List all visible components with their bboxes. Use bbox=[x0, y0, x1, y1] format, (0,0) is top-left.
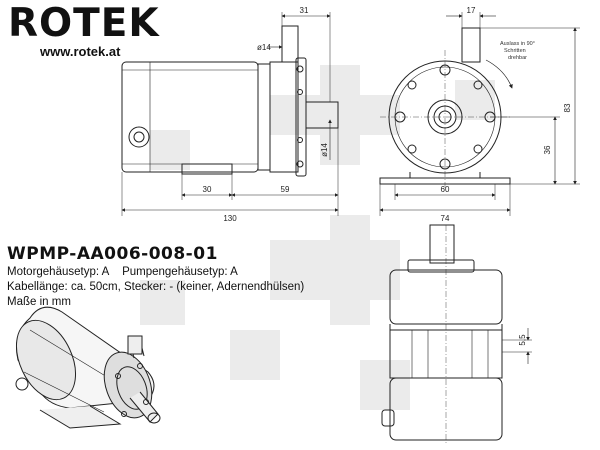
dim-17: 17 bbox=[467, 6, 476, 15]
outlet-note-1: Auslass in 90° bbox=[500, 41, 535, 47]
dim-dia14-outlet: ø14 bbox=[257, 43, 271, 52]
motor-body bbox=[121, 61, 259, 173]
top-view bbox=[381, 224, 532, 445]
pump-3d-view bbox=[15, 306, 161, 429]
units-note: Maße in mm bbox=[7, 296, 71, 308]
side-view bbox=[121, 12, 339, 216]
dim-dia14-inlet: ø14 bbox=[320, 143, 329, 157]
dim-74: 74 bbox=[441, 214, 450, 223]
housing-spec-line: Motorgehäusetyp: A Pumpengehäusetyp: A bbox=[7, 266, 238, 278]
dim-5-5: 5,5 bbox=[518, 334, 527, 346]
cable-gland-top bbox=[381, 409, 395, 427]
inlet-pipe bbox=[305, 101, 339, 129]
dim-36: 36 bbox=[543, 145, 552, 154]
inlet-pipe-top bbox=[429, 224, 455, 264]
motor-collar bbox=[257, 63, 271, 171]
dim-130: 130 bbox=[223, 214, 237, 223]
motor-housing-spec: Motorgehäusetyp: A bbox=[7, 266, 110, 278]
outlet-note-2: Schritten bbox=[504, 48, 526, 54]
pump-housing-spec: Pumpengehäusetyp: A bbox=[122, 266, 238, 278]
website-url[interactable]: www.rotek.at bbox=[40, 44, 121, 59]
dim-31: 31 bbox=[300, 6, 309, 15]
dim-59: 59 bbox=[281, 185, 290, 194]
front-view bbox=[379, 12, 580, 216]
model-number: WPMP-AA006-008-01 bbox=[7, 244, 218, 264]
dim-83: 83 bbox=[563, 103, 572, 112]
outlet-pipe bbox=[281, 25, 299, 63]
outlet-note-3: drehbar bbox=[508, 55, 527, 61]
dim-60: 60 bbox=[441, 185, 450, 194]
dim-30: 30 bbox=[203, 185, 212, 194]
cable-spec: Kabellänge: ca. 50cm, Stecker: - (keiner… bbox=[7, 281, 305, 293]
cable-gland bbox=[128, 126, 150, 148]
rotek-logo: ROTEK bbox=[8, 1, 160, 46]
outlet-pipe-front bbox=[461, 27, 481, 63]
pump-head-side bbox=[269, 61, 299, 173]
base-plate bbox=[181, 163, 233, 175]
